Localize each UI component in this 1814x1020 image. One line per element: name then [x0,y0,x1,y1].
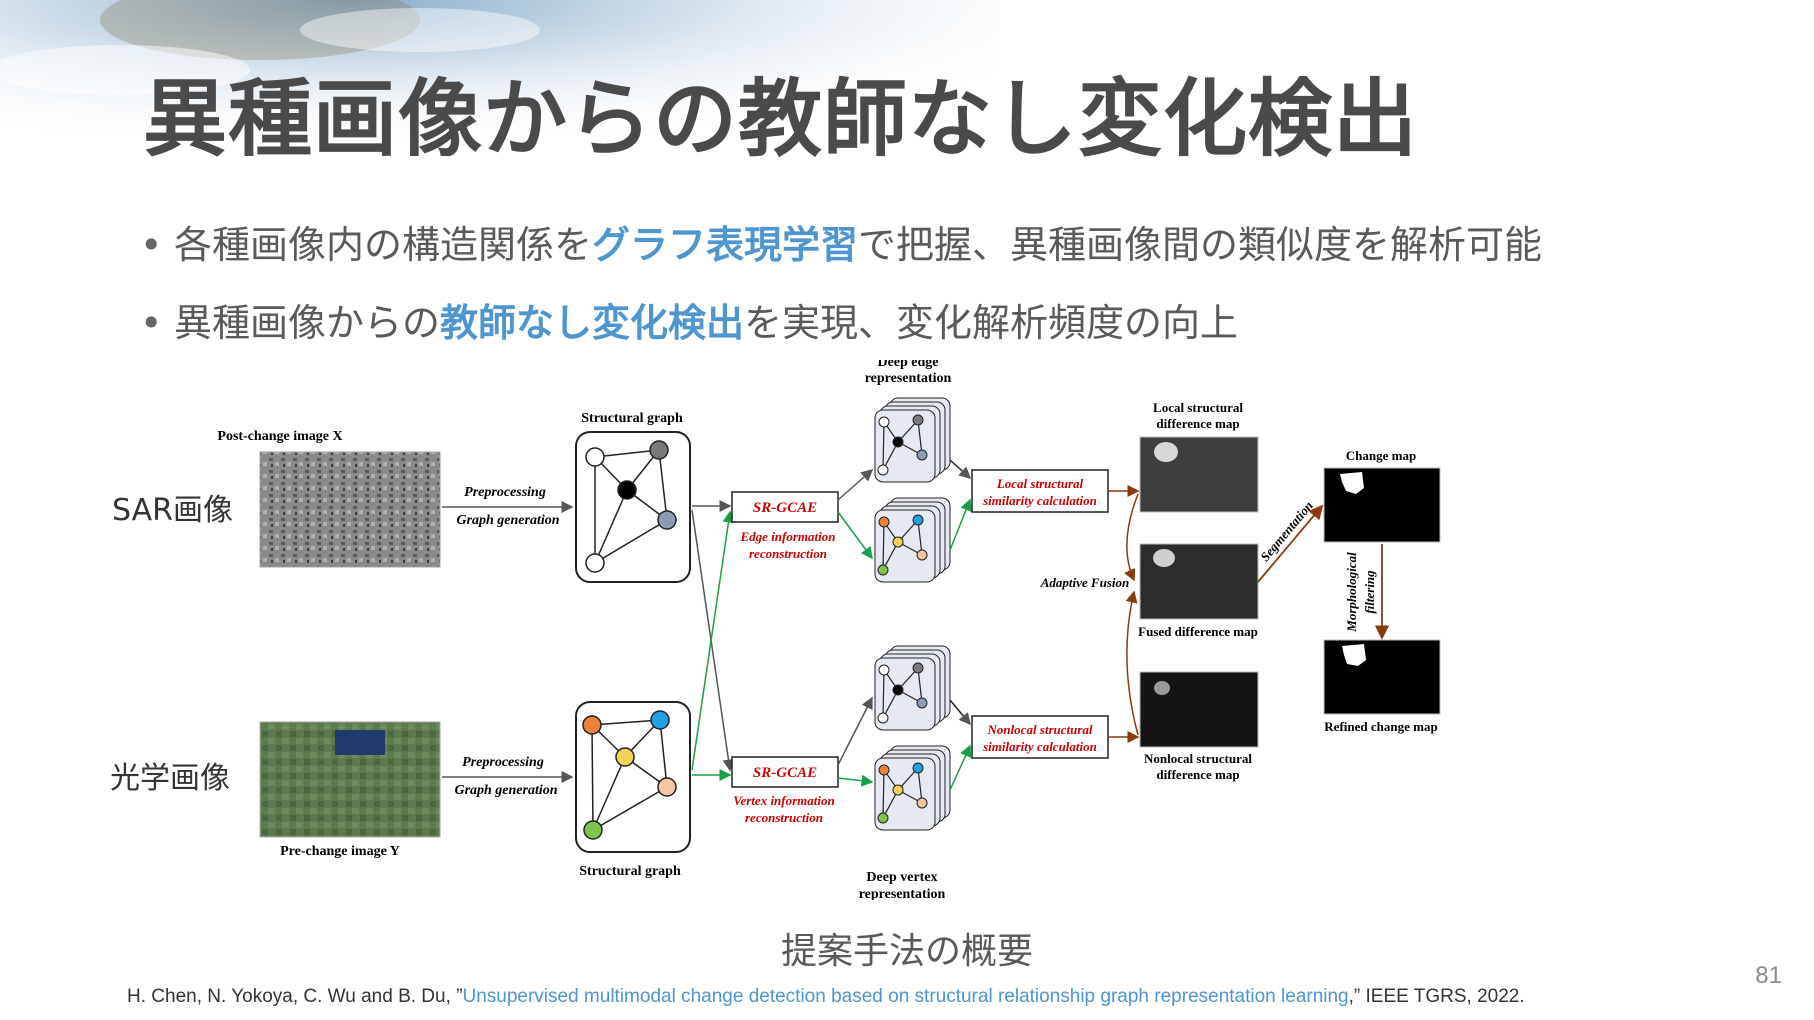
morph-line1: Morphological [1344,552,1359,633]
arrow-segmentation [1257,504,1324,583]
refined-change-map [1323,639,1441,715]
reference-authors: H. Chen, N. Yokoya, C. Wu and B. Du, ” [127,986,463,1007]
fused-map-blob [1153,549,1175,567]
reference-tail: ,” IEEE TGRS, 2022. [1348,986,1525,1007]
bullet-1-highlight: グラフ表現学習 [592,223,859,267]
adaptive-fusion-label: Adaptive Fusion [1040,575,1130,590]
deep-vertex-line2: representation [859,887,946,900]
nonlocal-sim-line1: Nonlocal structural [986,722,1092,737]
graph-node [657,777,677,797]
change-map-label: Change map [1346,448,1416,463]
sr-gcae-bottom-label: SR-GCAE [753,765,817,781]
nonlocal-map-line1: Nonlocal structural [1144,751,1252,766]
refined-map-label: Refined change map [1324,719,1437,734]
structural-graph-bottom-label: Structural graph [579,864,681,879]
deep-edge-line2: representation [865,371,952,386]
graph-node [657,510,677,530]
nonlocal-map-blob [1154,681,1170,695]
deep-edge-line1: Deep edge [877,360,938,370]
edge-info-line2: reconstruction [749,546,827,561]
sar-image [259,451,441,568]
bullet-2-post: を実現、変化解析頻度の向上 [744,301,1239,345]
arrow-gcae-bottom-to-edge-rep [837,696,873,766]
bullet-dot: • [140,223,163,267]
figure-caption: 提案手法の概要 [780,931,1033,972]
arrow-gcae-bottom-to-vertex-rep [837,774,874,787]
arrow-gcae-top-to-vertex-rep [837,511,873,560]
graph-generation-top: Graph generation [456,513,559,528]
graph-node [650,710,670,730]
bullet-2-highlight: 教師なし変化検出 [440,301,745,345]
slide-title: 異種画像からの教師なし変化検出 [143,70,1419,168]
graph-node [617,480,637,500]
graph-node [583,820,603,840]
graph-node [585,447,605,467]
sr-gcae-top [731,491,839,523]
refined-map-region [1342,644,1366,666]
row-label-sar: SAR画像 [112,493,233,528]
nonlocal-sim-line2: similarity calculation [982,739,1097,754]
arrow-graph-bottom-to-gcae-top [691,510,735,771]
preprocessing-bottom: Preprocessing [462,755,544,770]
arrow-nonlocal-fusion [1125,590,1139,736]
deep-vertex-line1: Deep vertex [866,870,937,885]
local-sim-line2: similarity calculation [982,493,1097,508]
local-sim-line1: Local structural [996,476,1084,491]
graph-node [585,553,605,573]
reference: H. Chen, N. Yokoya, C. Wu and B. Du, ”Un… [127,986,1525,1008]
reference-link[interactable]: Unsupervised multimodal change detection… [462,986,1349,1007]
arrow-vertex-rep-top-to-local [949,498,972,551]
arrow-edge-rep-bottom-to-nonlocal [949,699,971,726]
nonlocal-sim-box [971,715,1109,759]
vertex-rep-stack-top [874,497,951,583]
local-map-blob [1154,442,1178,462]
preprocessing-top: Preprocessing [464,485,546,500]
local-map-line2: difference map [1156,416,1239,431]
local-map-line1: Local structural [1153,400,1243,415]
bullet-dot: • [140,301,163,345]
bullet-1-pre: 各種画像内の構造関係を [174,223,593,267]
pre-change-label: Pre-change image Y [280,844,400,859]
sr-gcae-top-label: SR-GCAE [753,500,817,516]
page-number: 81 [1755,962,1782,989]
bullet-2: •異種画像からの教師なし変化検出を実現、変化解析頻度の向上 [140,292,1238,347]
optical-image-pond [335,730,385,755]
graph-node [615,747,635,767]
row-label-optical: 光学画像 [110,761,230,796]
graph-node [582,715,602,735]
edge-rep-stack-bottom [874,645,951,731]
structural-graph-top-label: Structural graph [581,411,683,426]
arrow-edge-rep-top-to-local [949,459,972,480]
arrow-vertex-rep-bottom-to-nonlocal [949,744,972,791]
morph-line2: filtering [1362,570,1377,614]
edge-info-line1: Edge information [740,529,836,544]
graph-generation-bottom: Graph generation [454,783,557,798]
sr-gcae-bottom [731,756,839,788]
post-change-label: Post-change image X [217,429,342,444]
arrow-local-fusion [1124,493,1139,582]
vertex-info-line2: reconstruction [745,810,823,825]
nonlocal-map-line2: difference map [1156,767,1239,782]
vertex-info-line1: Vertex information [733,793,835,808]
local-sim-box [971,469,1109,513]
method-diagram: SAR画像 光学画像 Post-change image X Pre-chang… [110,360,1441,900]
arrow-gcae-top-to-edge-rep [837,469,874,501]
change-map-region [1340,472,1364,494]
vertex-rep-stack-bottom [874,745,951,831]
graph-node [649,440,669,460]
bullet-1: •各種画像内の構造関係をグラフ表現学習で把握、異種画像間の類似度を解析可能 [140,214,1542,269]
segmentation-label: Segmentation [1257,498,1316,564]
edge-rep-stack-top [874,397,951,483]
bullet-1-post: で把握、異種画像間の類似度を解析可能 [858,223,1543,267]
fused-map-label: Fused difference map [1138,624,1258,639]
bullet-2-pre: 異種画像からの [174,301,441,345]
